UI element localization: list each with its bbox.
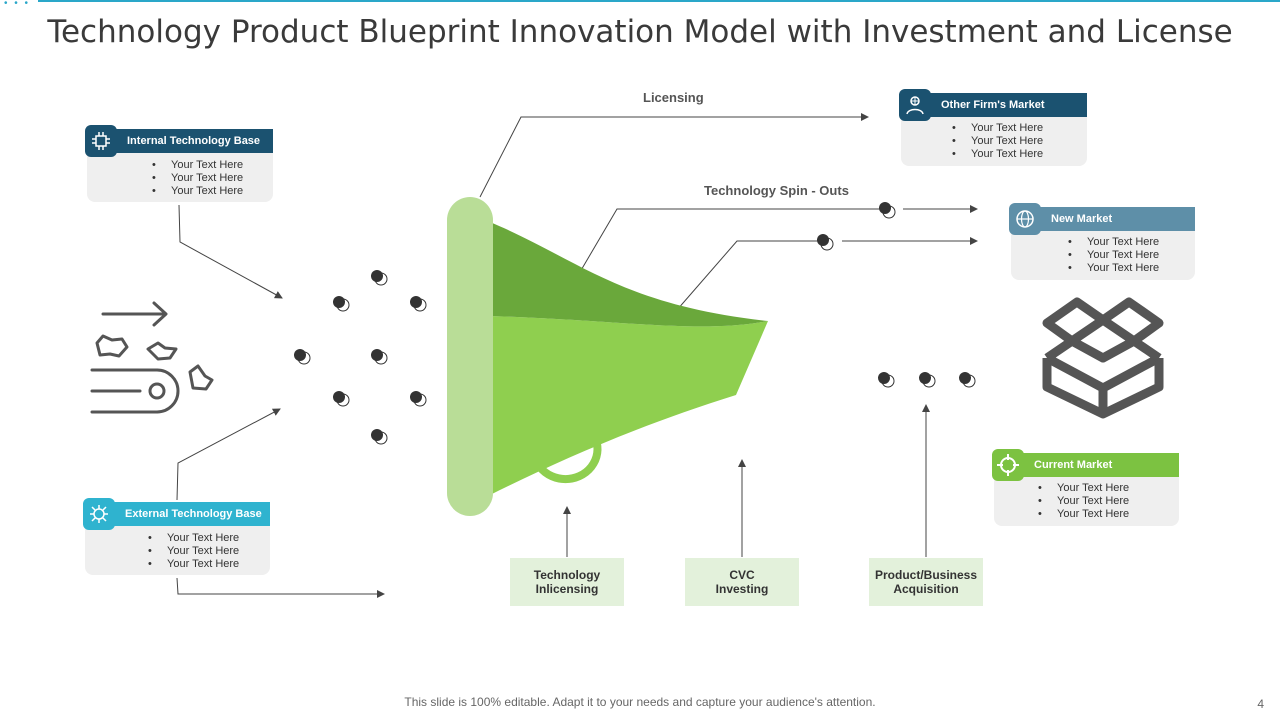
other-firms-market-card: Other Firm's Market Your Text Here Your … [899,89,1087,166]
dot [371,429,388,445]
list-item: Your Text Here [1038,495,1129,508]
list-item: Your Text Here [1068,249,1159,262]
card-bullet-list: Your Text Here Your Text Here Your Text … [952,122,1043,161]
open-box-icon [1042,297,1164,419]
card-title: External Technology Base [125,508,262,520]
globe-icon [1009,203,1041,235]
card-title: New Market [1051,213,1113,225]
list-item: Your Text Here [152,172,243,185]
particle-dots [294,202,976,445]
list-item: Your Text Here [148,532,239,545]
chip-icon [83,498,115,530]
megaphone-lower-body [490,316,768,495]
card-header: External Technology Base [85,502,270,526]
dot [879,202,896,219]
top-accent-line: • • • [0,0,1280,9]
megaphone-icon [447,197,768,516]
card-bullet-list: Your Text Here Your Text Here Your Text … [148,532,239,571]
list-item: Your Text Here [148,558,239,571]
current-market-card: Current Market Your Text Here Your Text … [992,449,1179,526]
card-bullet-list: Your Text Here Your Text Here Your Text … [1038,482,1129,521]
card-header: Other Firm's Market [901,93,1087,117]
fast-motion-icon [90,301,214,414]
footer-note: This slide is 100% editable. Adapt it to… [404,695,876,709]
card-title: Other Firm's Market [941,99,1045,111]
inlicensing-label: Technology Inlicensing [533,568,601,596]
list-item: Your Text Here [1038,482,1129,495]
external-to-center-arrow [176,408,281,501]
acquisition-box: Product/Business Acquisition [869,558,983,606]
cvc-investing-label: CVC Investing [715,568,769,596]
card-bullet-list: Your Text Here Your Text Here Your Text … [1068,236,1159,275]
dot [878,372,895,388]
dot [371,349,388,365]
list-item: Your Text Here [152,159,243,172]
page-number: 4 [1257,697,1264,711]
accent-dots: • • • [4,0,31,9]
dot [410,391,427,407]
slide-title: Technology Product Blueprint Innovation … [47,14,1233,50]
card-title: Internal Technology Base [127,135,261,147]
spin-outs-label: Technology Spin - Outs [704,183,849,198]
licensing-label: Licensing [643,90,704,105]
megaphone-rim [447,197,493,516]
list-item: Your Text Here [1068,262,1159,275]
new-market-card: New Market Your Text Here Your Text Here… [1009,203,1195,280]
spinout-line-2 [669,240,820,319]
card-header: Internal Technology Base [87,129,273,153]
acquisition-label: Product/Business Acquisition [874,568,978,596]
card-header: New Market [1011,207,1195,231]
external-technology-card: External Technology Base Your Text Here … [83,498,270,575]
list-item: Your Text Here [1068,236,1159,249]
dot [333,391,350,407]
card-header: Current Market [994,453,1179,477]
dot [817,234,834,251]
spinout-line-1 [579,208,880,273]
chip-icon [85,125,117,157]
target-icon [992,449,1024,481]
dot [333,296,350,312]
inlicensing-box: Technology Inlicensing [510,558,624,606]
list-item: Your Text Here [1038,508,1129,521]
cvc-investing-box: CVC Investing [685,558,799,606]
internal-technology-card: Internal Technology Base Your Text Here … [85,125,273,202]
accent-bar [38,0,1280,2]
list-item: Your Text Here [152,185,243,198]
megaphone-upper-body [490,222,768,327]
external-to-bottom-arrow [176,577,385,598]
connector-lines [176,113,978,598]
list-item: Your Text Here [952,122,1043,135]
internal-to-center-arrow [178,204,283,299]
dot [919,372,936,388]
dot [410,296,427,312]
card-bullet-list: Your Text Here Your Text Here Your Text … [152,159,243,198]
list-item: Your Text Here [148,545,239,558]
globe-person-icon [899,89,931,121]
dot [959,372,976,388]
licensing-arrow [479,113,869,198]
list-item: Your Text Here [952,135,1043,148]
card-title: Current Market [1034,459,1113,471]
dot [371,270,388,286]
dot [294,349,311,365]
list-item: Your Text Here [952,148,1043,161]
